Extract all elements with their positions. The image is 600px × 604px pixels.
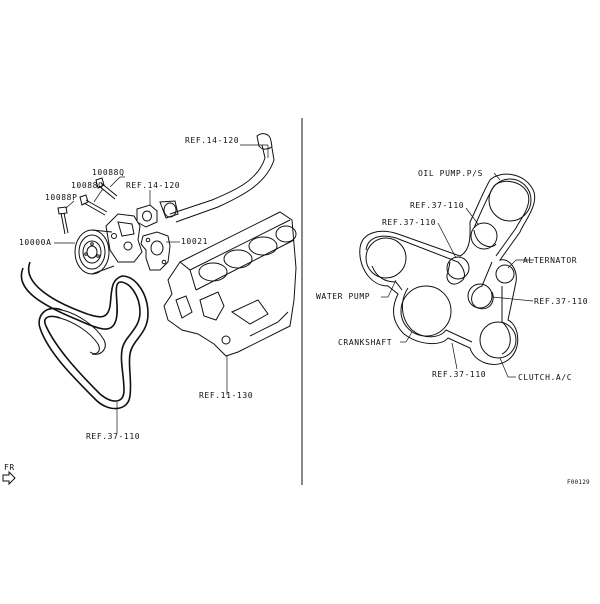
label-ref-37-110-a: REF.37-110 [410, 201, 464, 210]
label-10021: 10021 [181, 237, 208, 246]
pulley-alternator [495, 264, 515, 284]
label-10088q-b: 10088Q [71, 181, 104, 190]
label-ref-37-110-c: REF.37-110 [534, 297, 588, 306]
label-ref-14-120-mid: REF.14-120 [126, 181, 180, 190]
right-leaders [381, 172, 534, 378]
label-ref-37-110-d: REF.37-110 [432, 370, 486, 379]
water-pump-10000a [74, 213, 143, 275]
right-panel: OIL PUMP.P/S REF.37-110 REF.37-110 ALTER… [316, 169, 588, 382]
pulley-idler-top [470, 222, 498, 250]
left-leaders [54, 144, 269, 433]
label-clutch-ac: CLUTCH.A/C [518, 373, 572, 382]
label-10000a: 10000A [19, 238, 52, 247]
bolt-10088q-a [95, 177, 118, 200]
label-water-pump: WATER PUMP [316, 292, 370, 301]
gasket-10021 [140, 231, 171, 271]
fr-arrow-icon [2, 470, 16, 486]
right-belt [359, 173, 536, 365]
bolt-10088p [57, 206, 69, 235]
left-belt [20, 261, 149, 410]
diagram-id: F00129 [567, 479, 590, 486]
pulley-water-pump [365, 237, 407, 279]
label-alternator: ALTERNATOR [523, 256, 577, 265]
label-oil-pump: OIL PUMP.P/S [418, 169, 483, 178]
label-ref-37-110-left: REF.37-110 [86, 432, 140, 441]
pulley-oil-pump [488, 178, 532, 222]
pulley-idler-bottom [467, 283, 493, 309]
label-fr: FR [4, 463, 15, 472]
label-ref-11-130: REF.11-130 [199, 391, 253, 400]
label-crankshaft: CRANKSHAFT [338, 338, 392, 347]
pulley-tensioner [446, 256, 470, 280]
label-ref-14-120-top: REF.14-120 [185, 136, 239, 145]
label-ref-37-110-b: REF.37-110 [382, 218, 436, 227]
label-10088q-a: 10088Q [92, 168, 125, 177]
pipe-gasket [136, 204, 158, 228]
bolt-10088q-b [79, 194, 108, 216]
pulley-ac-clutch [479, 321, 517, 359]
pulley-crankshaft [400, 285, 452, 337]
front-direction-marker: FR [2, 463, 16, 486]
engine-block [163, 211, 297, 357]
label-10088p: 10088P [45, 193, 78, 202]
left-panel: REF.14-120 10088Q REF.14-120 10088Q 1008… [19, 133, 297, 441]
water-pipe [159, 133, 275, 223]
